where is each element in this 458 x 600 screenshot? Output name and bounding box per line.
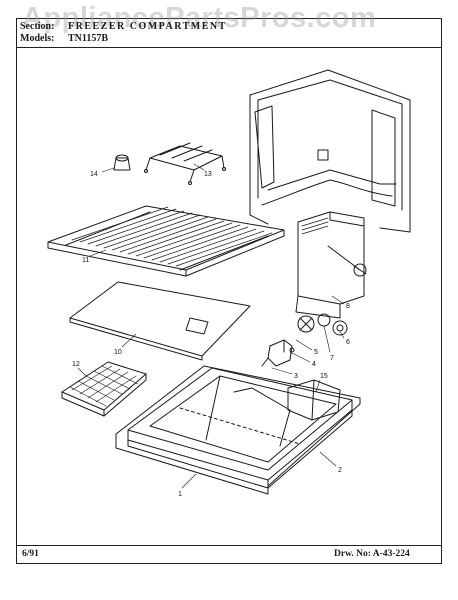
- watermark: AppliancePartsPros.com: [22, 2, 377, 34]
- callout-7: 7: [330, 355, 334, 362]
- models-label: Models:: [20, 33, 55, 44]
- leader-lines: [77, 163, 345, 489]
- section-value: FREEZER COMPARTMENT: [68, 21, 227, 32]
- frame-2: [115, 365, 361, 495]
- fan-motor-assembly: [261, 313, 348, 367]
- air-duct-8: [295, 211, 367, 319]
- callout-3: 3: [294, 373, 298, 380]
- callout-15: 15: [320, 373, 328, 380]
- shelf-11: [47, 205, 285, 277]
- header-divider: [16, 47, 442, 48]
- callout-10: 10: [114, 349, 122, 356]
- callout-4: 4: [312, 361, 316, 368]
- callout-11: 11: [82, 257, 89, 264]
- footer-divider: [16, 545, 442, 546]
- callout-14: 14: [90, 171, 98, 178]
- callout-6: 6: [346, 339, 350, 346]
- knob-14: [113, 154, 131, 171]
- models-value: TN1157B: [68, 33, 109, 44]
- evaporator-cover-15: [287, 379, 341, 421]
- callout-1: 1: [178, 491, 182, 498]
- ice-tray-12: [61, 361, 147, 417]
- drawing-frame: [16, 18, 442, 564]
- callout-13: 13: [204, 171, 212, 178]
- callout-2: 2: [338, 467, 342, 474]
- callout-12: 12: [72, 361, 80, 368]
- panel-10: [69, 281, 251, 361]
- section-label: Section:: [20, 21, 55, 32]
- freezer-liner: [249, 69, 411, 233]
- wire-rack-13: [144, 142, 226, 185]
- footer-date: 6/91: [22, 549, 39, 559]
- bottom-pan-1: [127, 367, 353, 489]
- callout-5: 5: [314, 349, 318, 356]
- callout-8: 8: [346, 303, 350, 310]
- drawing-number: Drw. No: A-43-224: [334, 549, 410, 559]
